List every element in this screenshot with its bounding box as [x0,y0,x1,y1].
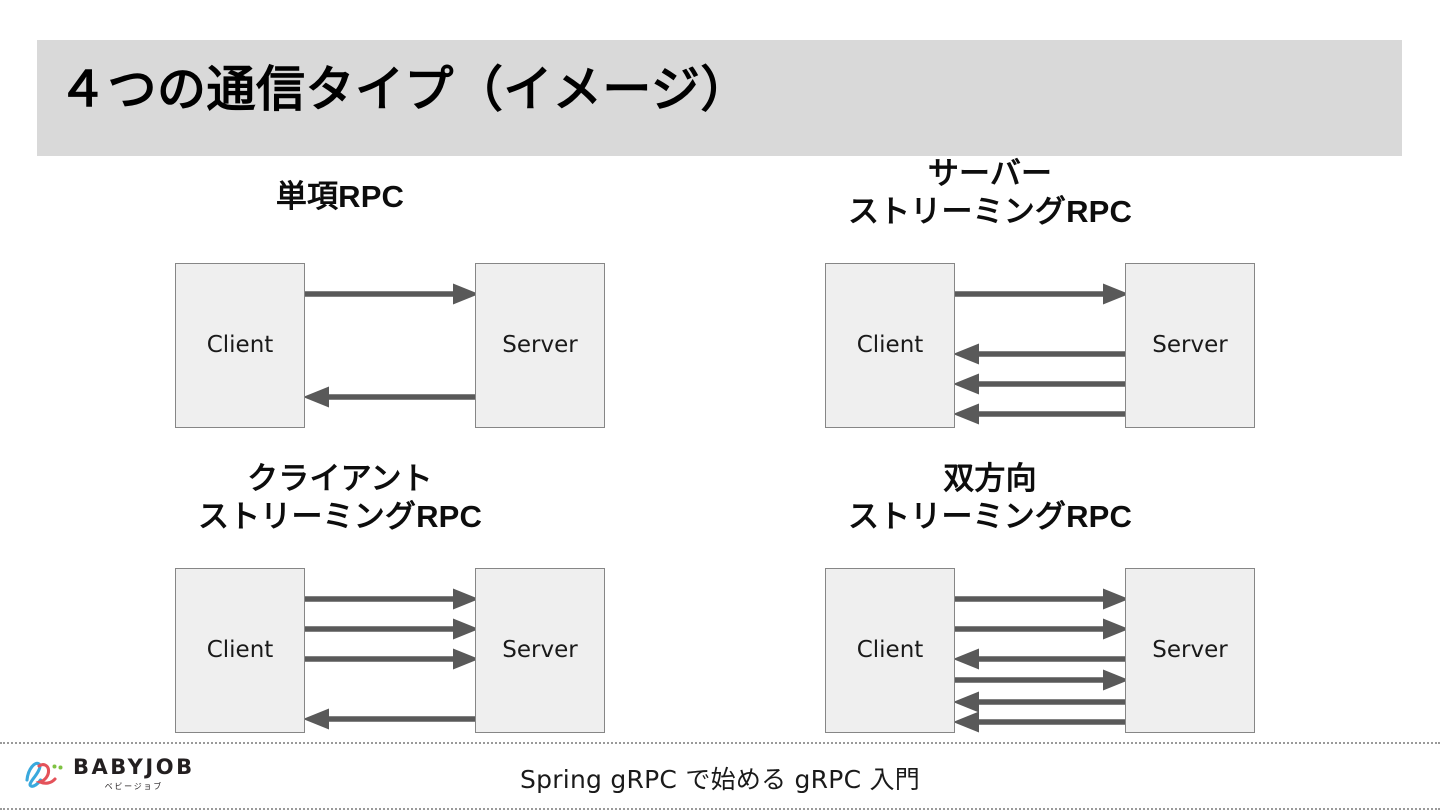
diagram-unary-rpc: Client Server [175,263,605,428]
panel-title-line: 双方向 [943,461,1037,496]
arrow-right [303,618,479,640]
arrow-right [953,618,1129,640]
arrow-svg [953,283,1129,425]
arrow-group-client-streaming-rpc [303,568,479,733]
arrow-left [303,386,479,408]
brand-logo: BABYJOB ベビージョブ [24,757,195,791]
arrow-right [953,588,1129,610]
node-server-label: Server [1152,637,1228,663]
panel-title-line: 単項RPC [275,179,405,214]
node-client-label: Client [206,332,274,358]
arrow-right [303,588,479,610]
panel-title-line: サーバー [927,156,1053,191]
node-server-label: Server [1152,332,1228,358]
node-client-label: Client [206,637,274,663]
panel-title-line: ストリーミングRPC [197,498,482,534]
arrow-group-server-streaming-rpc [953,263,1129,428]
diagram-server-streaming-rpc: Client Server [825,263,1255,428]
arrow-group-unary-rpc [303,263,479,428]
node-server-label: Server [502,332,578,358]
node-client: Client [175,568,305,733]
arrow-left [953,343,1129,365]
panel-server-streaming-rpc: サーバー ストリーミングRPC Client Server [690,155,1330,445]
brand-subtitle: ベビージョブ [104,782,164,791]
title-band [37,40,1402,156]
arrow-left [953,373,1129,395]
arrow-left [953,711,1129,733]
panel-title-line: ストリーミングRPC [847,498,1132,534]
babyjob-logo-icon [25,761,63,788]
node-client: Client [175,263,305,428]
panel-bidirectional-streaming-rpc: 双方向 ストリーミングRPC Client Server [690,460,1330,750]
node-client-label: Client [856,332,924,358]
node-client-label: Client [856,637,924,663]
panel-title-line: ストリーミングRPC [847,193,1132,229]
arrow-right [953,669,1129,691]
arrow-left [953,691,1129,713]
arrow-right [953,283,1129,305]
arrow-left [953,403,1129,425]
arrow-svg [953,588,1129,733]
node-client: Client [825,263,955,428]
panel-title-client-streaming-rpc: クライアント ストリーミングRPC [40,460,640,536]
panel-title-line: クライアント [247,461,433,496]
node-server: Server [1125,263,1255,428]
node-server-label: Server [502,637,578,663]
slide-footer: Spring gRPC で始める gRPC 入門 BABYJOB ベビージョブ [0,742,1440,810]
panel-title-unary-rpc: 単項RPC [40,178,640,216]
diagram-bidirectional-streaming-rpc: Client Server [825,568,1255,733]
node-client: Client [825,568,955,733]
footer-center-text: Spring gRPC で始める gRPC 入門 [519,765,920,794]
diagram-client-streaming-rpc: Client Server [175,568,605,733]
arrow-left [303,708,479,730]
brand-text-block: BABYJOB ベビージョブ [73,757,195,791]
panel-title-server-streaming-rpc: サーバー ストリーミングRPC [690,155,1290,231]
node-server: Server [475,568,605,733]
arrow-left [953,648,1129,670]
brand-name: BABYJOB [73,755,195,779]
arrow-group-bidirectional-streaming-rpc [953,568,1129,733]
arrow-right [303,648,479,670]
node-server: Server [1125,568,1255,733]
arrow-svg [303,283,479,408]
node-server: Server [475,263,605,428]
page-title: ４つの通信タイプ（イメージ） [58,63,750,117]
panel-title-bidirectional-streaming-rpc: 双方向 ストリーミングRPC [690,460,1290,536]
arrow-svg [303,588,479,730]
panel-unary-rpc: 単項RPC Client Server [40,178,680,468]
arrow-right [303,283,479,305]
panel-client-streaming-rpc: クライアント ストリーミングRPC Client Server [40,460,680,750]
